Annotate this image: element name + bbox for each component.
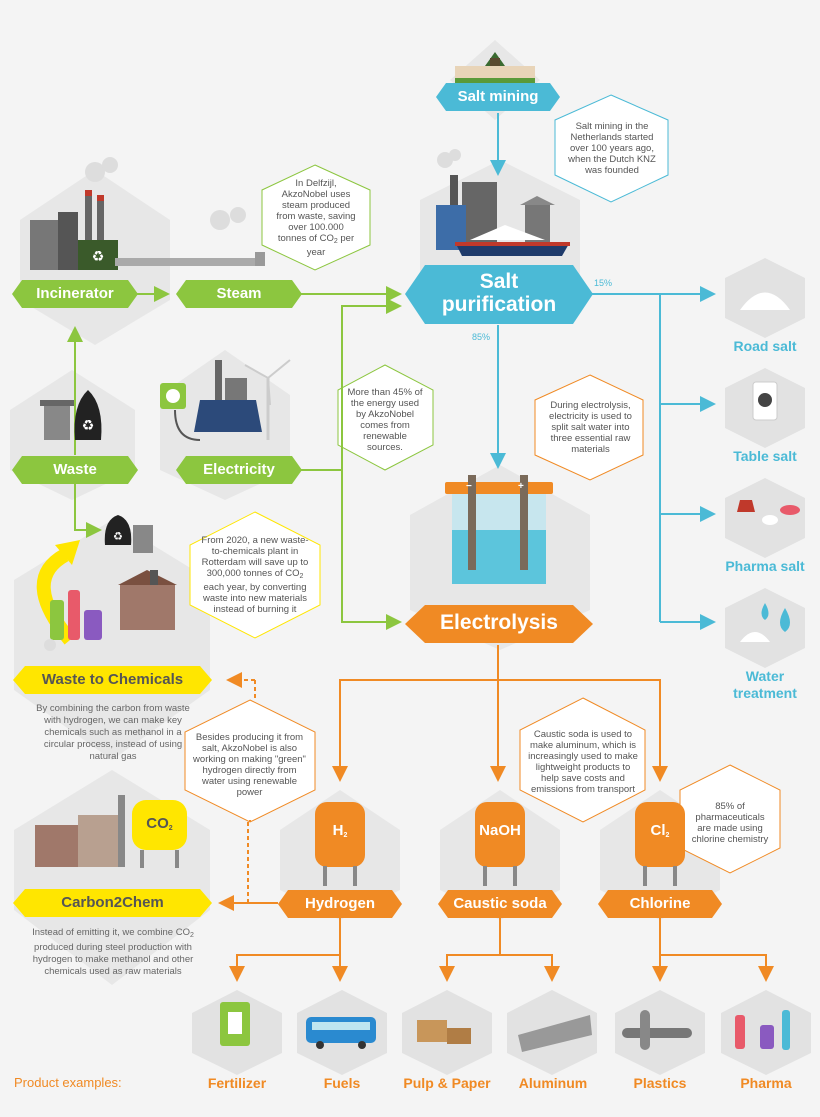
orange-banners (278, 605, 722, 918)
salt-purification-label: Salt purification (441, 270, 557, 316)
product-pharma: Pharma (740, 1075, 792, 1091)
product-icons (220, 1002, 790, 1052)
waste-to-chemicals-label: Waste to Chemicals (41, 671, 184, 688)
green-arrows (67, 286, 402, 630)
steam-label: Steam (216, 285, 262, 302)
product-hexes (192, 990, 811, 1075)
note-delfzijl: In Delfzijl, AkzoNobel uses steam produc… (276, 177, 356, 258)
note-salt-mining: Salt mining in the Netherlands started o… (568, 120, 656, 176)
waste-label: Waste (53, 461, 97, 478)
road-salt-label: Road salt (733, 338, 797, 354)
carbon2chem-label: Carbon2Chem (61, 894, 164, 911)
note-rotterdam: From 2020, a new waste-to-chemicals plan… (201, 535, 309, 615)
note-energy: More than 45% of the energy used by Akzo… (347, 387, 423, 453)
chlorine-label: Chlorine (629, 895, 691, 912)
pct-15: 15% (594, 278, 613, 288)
plus-sign: + (518, 481, 524, 492)
product-fuels: Fuels (323, 1075, 361, 1091)
note-hydrogen: Besides producing it from salt, AkzoNobe… (193, 732, 306, 798)
desc-carbon2chem: Instead of emitting it, we combine CO2 p… (32, 927, 194, 977)
pharma-salt-label: Pharma salt (725, 558, 805, 574)
salt-mining-label: Salt mining (457, 88, 539, 105)
note-pharma: 85% of pharmaceuticals are made using ch… (691, 800, 769, 845)
salt-mine-illustration (455, 52, 535, 86)
svg-text:♻: ♻ (113, 530, 123, 543)
waste-to-chemicals-illustration: ♻ (36, 515, 177, 651)
salt-factory-illustration (436, 149, 570, 256)
product-tanks (315, 802, 685, 886)
desc-waste-to-chemicals: By combining the carbon from waste with … (36, 703, 190, 762)
side-product-icons (737, 292, 800, 642)
note-electrolysis: During electrolysis, electricity is used… (549, 399, 632, 455)
pct-85: 85% (472, 332, 491, 342)
green-banners (12, 280, 302, 484)
incinerator-illustration: ♻ (30, 157, 265, 270)
electrolysis-tank (445, 475, 553, 584)
tank-naoh: NaOH (479, 822, 521, 839)
yellow-banners (13, 666, 212, 917)
electricity-illustration (160, 359, 291, 441)
note-caustic: Caustic soda is used to make aluminum, w… (528, 729, 638, 795)
note-hex-outlines (184, 94, 781, 874)
carbon2chem-illustration (35, 795, 187, 868)
svg-text:♻: ♻ (82, 418, 95, 434)
blue-arrows (490, 113, 716, 630)
table-salt-label: Table salt (733, 448, 797, 464)
electrolysis-label: Electrolysis (440, 611, 558, 634)
orange-arrows (218, 645, 774, 982)
caustic-soda-label: Caustic soda (453, 895, 547, 912)
tank-co2: CO2 (146, 815, 173, 832)
water-treatment-label: Water treatment (733, 668, 797, 701)
svg-text:♻: ♻ (92, 249, 105, 265)
incinerator-label: Incinerator (36, 285, 114, 302)
tank-h2: H2 (332, 822, 348, 839)
product-fertilizer: Fertilizer (207, 1075, 267, 1091)
electricity-label: Electricity (203, 461, 275, 478)
product-aluminum: Aluminum (518, 1075, 588, 1091)
product-pulp-paper: Pulp & Paper (403, 1075, 491, 1091)
minus-sign: − (466, 481, 472, 492)
product-plastics: Plastics (633, 1075, 687, 1091)
hydrogen-label: Hydrogen (304, 895, 375, 912)
tank-cl2: Cl2 (650, 822, 670, 839)
waste-illustration: ♻ (40, 390, 102, 440)
product-examples-label: Product examples: (14, 1075, 122, 1090)
blue-banners (405, 83, 593, 324)
